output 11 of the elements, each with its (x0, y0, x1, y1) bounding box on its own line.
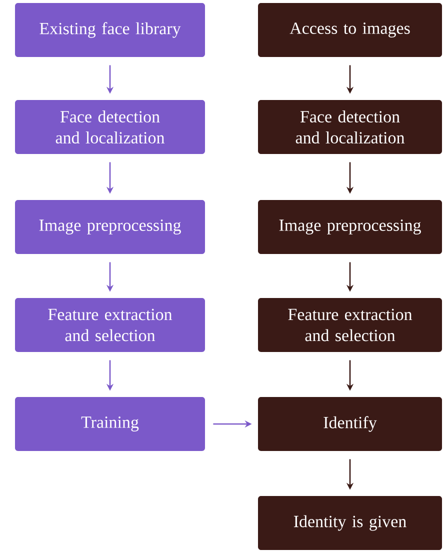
process-box: Identify (258, 397, 442, 451)
process-box: Existing face library (15, 3, 205, 57)
process-box: Identity is given (258, 496, 442, 550)
process-box: Image preprocessing (15, 200, 205, 254)
process-box: Face detection and localization (15, 100, 205, 154)
process-box: Access to images (258, 3, 442, 57)
process-box: Training (15, 397, 205, 451)
process-box: Feature extraction and selection (15, 298, 205, 352)
process-box: Face detection and localization (258, 100, 442, 154)
process-box: Feature extraction and selection (258, 298, 442, 352)
process-box: Image preprocessing (258, 200, 442, 254)
